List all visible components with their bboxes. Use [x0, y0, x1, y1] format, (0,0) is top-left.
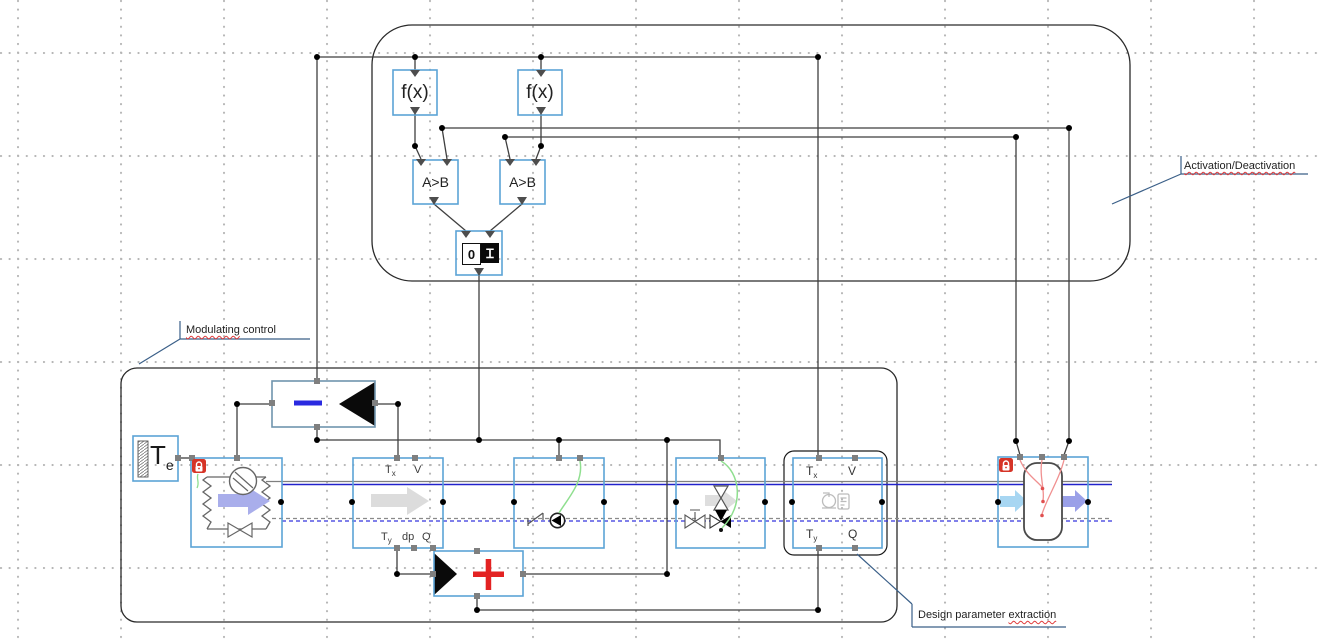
switch-one-box: Ɪ	[481, 243, 499, 263]
extraction-label-ty: Ty	[806, 527, 818, 543]
wire-junction-dots	[234, 54, 1072, 613]
extraction-label-q: Q	[848, 527, 858, 541]
expansion-valve-icon	[227, 521, 253, 539]
extraction-leader	[856, 553, 1066, 628]
tank-sensor-curves	[1019, 459, 1065, 515]
extraction-label-v: V	[848, 464, 857, 478]
switch-zero-box: 0	[462, 243, 481, 265]
triangle-ports	[410, 70, 546, 276]
lock-icon-heat-pump[interactable]	[192, 459, 206, 473]
modulating-leader	[138, 321, 310, 365]
measurement-label-ty: Ty	[381, 531, 392, 545]
measurement-flow-arrow	[371, 487, 429, 515]
extraction-group-label: Design parameter extraction	[918, 609, 1057, 621]
activation-group-outline[interactable]	[371, 24, 1131, 282]
valve-control-green	[720, 460, 738, 529]
pump-icon	[527, 460, 582, 529]
compressor-icon	[228, 466, 258, 496]
measurement-label-tx: Tx	[385, 464, 396, 478]
comparator-block-2-label: A>B	[509, 174, 536, 190]
heat-pump-icon	[196, 466, 272, 539]
callout-leader-lines	[138, 156, 1308, 628]
feedback-minus-icon	[294, 382, 375, 426]
comparator-block-1-label: A>B	[422, 174, 449, 190]
pump-block[interactable]	[513, 457, 605, 549]
green-stub	[196, 473, 199, 489]
activation-leader	[1111, 156, 1308, 205]
te-sensor-icon	[137, 440, 149, 478]
add-plus-icon	[434, 553, 504, 595]
extraction-label-tx: Tx	[806, 464, 818, 480]
measurement-label-v: V	[414, 464, 422, 476]
function-block-2-label: f(x)	[526, 81, 554, 103]
extraction-group-outline[interactable]	[783, 450, 888, 556]
fluid-port-dots	[278, 499, 1091, 505]
lock-icon-tank[interactable]	[999, 458, 1013, 472]
modulating-group-outline[interactable]	[120, 367, 898, 623]
block-borders	[132, 69, 1089, 597]
extraction-machine-icon	[821, 492, 850, 510]
measurement-label-q: Q	[422, 531, 431, 543]
connector-ports[interactable]	[175, 378, 1067, 599]
flow-arrow	[218, 487, 270, 515]
signal-wires[interactable]	[178, 56, 1070, 611]
measurement-label-dp: dp	[402, 531, 415, 543]
function-block-1-label: f(x)	[401, 81, 429, 103]
pump-control-green	[558, 460, 582, 514]
modulating-group-label: Modulating control	[186, 324, 276, 336]
comparator-block-1[interactable]	[412, 159, 459, 205]
te-sensor-label: Te	[150, 440, 174, 473]
activation-group-label: Activation/Deactivation	[1184, 160, 1296, 172]
valve-icon	[684, 460, 738, 532]
storage-tank-icon	[1000, 459, 1087, 541]
